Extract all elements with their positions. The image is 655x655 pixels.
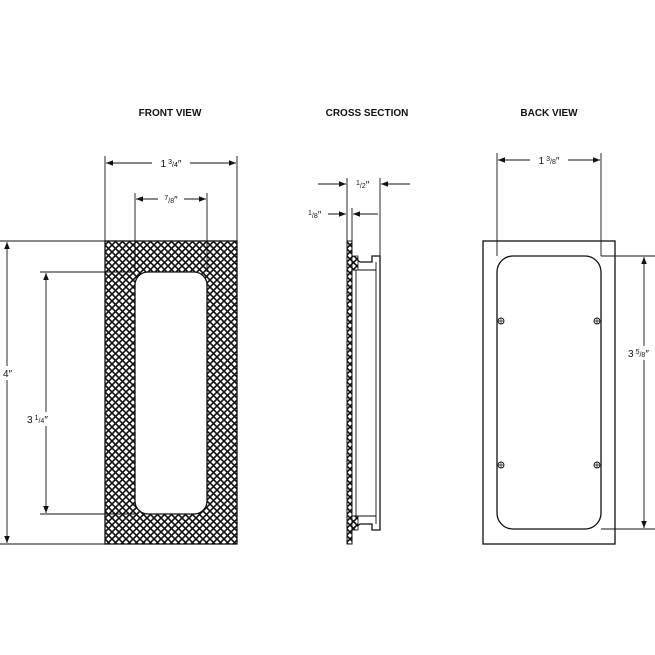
back-view-title: BACK VIEW xyxy=(520,108,578,119)
cross-lip-top xyxy=(351,255,359,271)
screw-hole-top-right xyxy=(593,317,601,325)
front-view-title: FRONT VIEW xyxy=(139,108,202,119)
front-height-label: 4″ xyxy=(3,369,13,380)
front-recess-opening xyxy=(134,271,208,515)
screw-hole-top-left xyxy=(497,317,505,325)
screw-hole-bottom-left xyxy=(497,461,505,469)
front-inner-width-label: 7/8″ xyxy=(164,195,178,206)
cross-section-view: 1/2″ 1/8″ xyxy=(308,178,410,545)
cross-lip-bottom xyxy=(351,515,359,531)
cross-section-title: CROSS SECTION xyxy=(326,108,409,119)
cross-depth-label: 1/2″ xyxy=(356,180,370,191)
screw-hole-bottom-right xyxy=(593,461,601,469)
back-plate-outline xyxy=(482,240,616,545)
cross-flange-label: 1/8″ xyxy=(308,210,322,221)
cross-flange xyxy=(346,240,353,545)
cross-cup-outline xyxy=(351,255,381,531)
back-cup-outline xyxy=(496,255,602,530)
